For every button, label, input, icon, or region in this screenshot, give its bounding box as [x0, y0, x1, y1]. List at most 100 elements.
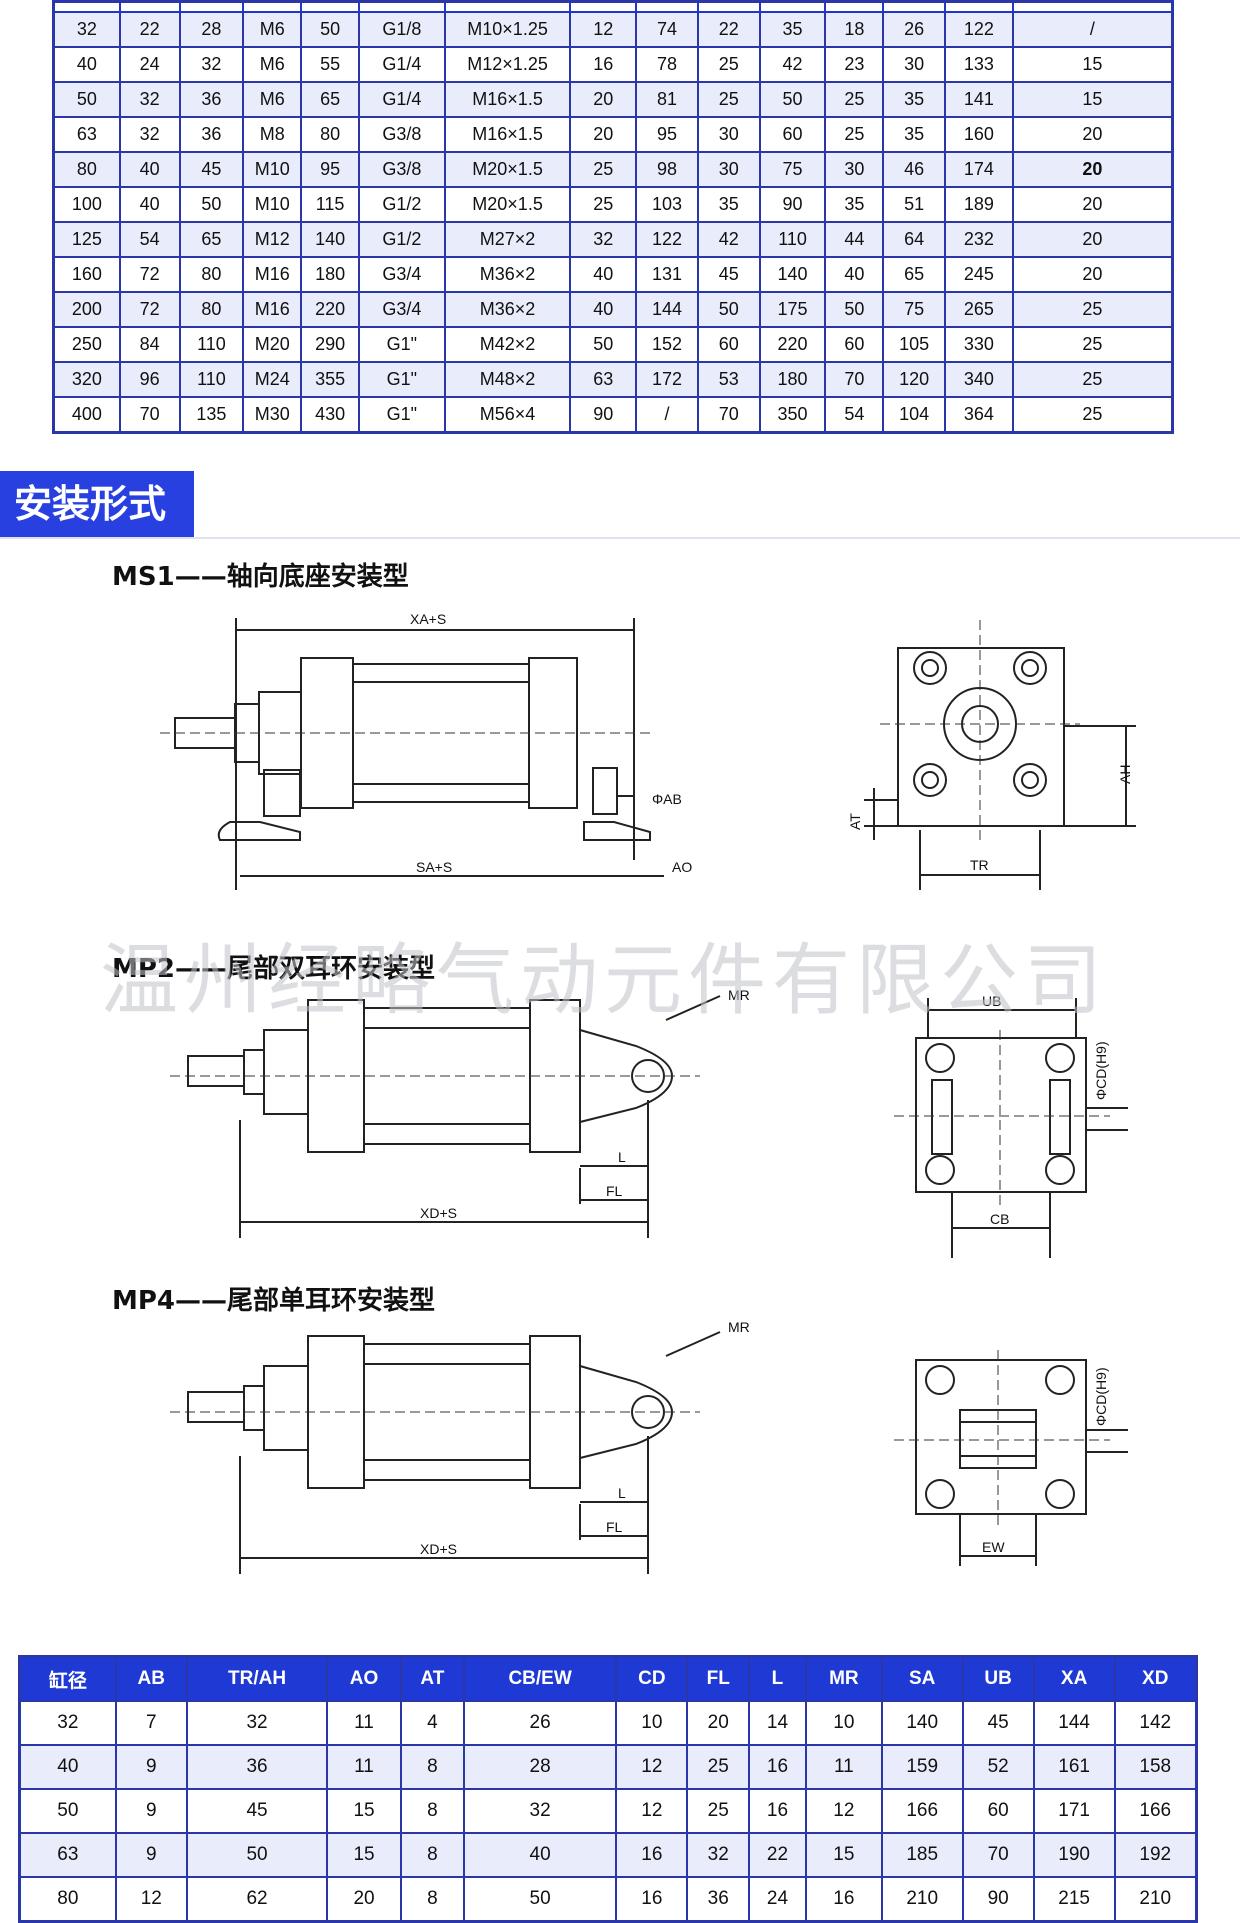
mp2-title: MP2——尾部双耳环安装型 [112, 954, 436, 984]
label-ao: AO [672, 859, 692, 875]
table-cell: 10 [804, 1700, 883, 1746]
table-cell: 16 [748, 1788, 807, 1834]
table-cell: M56×4 [443, 396, 572, 434]
table-cell: 100 [52, 186, 121, 223]
table-cell: 25 [696, 81, 761, 118]
table-cell: 22 [696, 11, 761, 48]
table-cell: 28 [178, 11, 245, 48]
column-header: SA [880, 1655, 964, 1702]
label-ew: EW [982, 1539, 1005, 1555]
table-cell: 70 [961, 1832, 1035, 1878]
table-cell: 174 [944, 151, 1014, 188]
table-cell: / [635, 396, 699, 434]
table-cell: 70 [824, 361, 885, 398]
table-cell: 90 [569, 396, 638, 434]
table-cell: 40 [462, 1832, 618, 1878]
label-sa-s: SA+S [416, 859, 452, 875]
table-cell: 90 [961, 1876, 1035, 1923]
table-cell: 36 [185, 1744, 329, 1790]
table-cell: M10 [242, 186, 303, 223]
header-cell [569, 0, 638, 13]
table-cell: 15 [1011, 81, 1174, 118]
table-cell: 340 [944, 361, 1014, 398]
table-cell: 220 [300, 291, 360, 328]
table-cell: 54 [118, 221, 181, 258]
table-cell: 192 [1113, 1832, 1198, 1878]
table-cell: 60 [758, 116, 827, 153]
table-cell: G1/2 [358, 221, 446, 258]
table-cell: 60 [961, 1788, 1035, 1834]
table-cell: 32 [462, 1788, 618, 1834]
table-cell: 12 [114, 1876, 188, 1923]
table-cell: 25 [1011, 326, 1174, 363]
column-header: AO [326, 1655, 402, 1702]
column-header: MR [804, 1655, 883, 1702]
label-cd: ΦCD(H9) [1093, 1367, 1109, 1426]
table-cell: 60 [696, 326, 761, 363]
table-cell: 20 [569, 116, 638, 153]
table-cell: 12 [569, 11, 638, 48]
table-cell: 20 [1011, 116, 1174, 153]
table-cell: 40 [118, 186, 181, 223]
table-cell: 15 [1011, 46, 1174, 83]
table-cell: M20×1.5 [443, 151, 572, 188]
table-cell: 9 [114, 1744, 188, 1790]
table-cell: G1/4 [358, 46, 446, 83]
table-cell: M16 [242, 256, 303, 293]
table-cell: 8 [399, 1832, 465, 1878]
table-cell: 26 [462, 1700, 618, 1746]
section-divider [0, 537, 1240, 539]
table-cell: 26 [882, 11, 947, 48]
table-cell: 65 [882, 256, 947, 293]
table-cell: G3/4 [358, 256, 446, 293]
column-header: UB [961, 1655, 1035, 1702]
table-cell: 15 [326, 1832, 402, 1878]
table-cell: G1/8 [358, 11, 446, 48]
table-cell: 64 [882, 221, 947, 258]
ms1-end-view-drawing: TR AH AT [847, 620, 1136, 890]
table-cell: 189 [944, 186, 1014, 223]
table-cell: G1" [358, 396, 446, 434]
table-cell: 166 [1113, 1788, 1198, 1834]
table-cell: 40 [569, 256, 638, 293]
table-cell: 30 [696, 116, 761, 153]
header-cell [1011, 0, 1174, 13]
table-cell: 25 [569, 151, 638, 188]
table-cell: 290 [300, 326, 360, 363]
table-cell: 160 [52, 256, 121, 293]
table-cell: 54 [824, 396, 885, 434]
table-cell: 45 [696, 256, 761, 293]
table-cell: 8 [399, 1788, 465, 1834]
mp2-end-view-drawing: UB CB ΦCD(H9) [894, 993, 1128, 1258]
table-cell: 185 [880, 1832, 964, 1878]
ms1-title: MS1——轴向底座安装型 [112, 562, 409, 592]
table-cell: 75 [882, 291, 947, 328]
column-header: AB [114, 1655, 188, 1702]
label-fl: FL [606, 1519, 623, 1535]
table-cell: 320 [52, 361, 121, 398]
table-cell: 63 [569, 361, 638, 398]
mp4-side-view-drawing: MR L FL XD+S [170, 1319, 750, 1574]
table-cell: 80 [178, 256, 245, 293]
table-cell: 35 [882, 116, 947, 153]
table-cell: 50 [300, 11, 360, 48]
table-cell: 20 [1011, 256, 1174, 293]
table-cell: 35 [882, 81, 947, 118]
table-cell: 30 [824, 151, 885, 188]
table-cell: 40 [824, 256, 885, 293]
table-cell: 430 [300, 396, 360, 434]
label-phi-ab: ΦAB [652, 791, 682, 807]
label-xd-s: XD+S [420, 1205, 457, 1221]
label-mr: MR [728, 1319, 750, 1335]
label-l: L [618, 1485, 626, 1501]
table-cell: 35 [758, 11, 827, 48]
table-cell: 110 [758, 221, 827, 258]
